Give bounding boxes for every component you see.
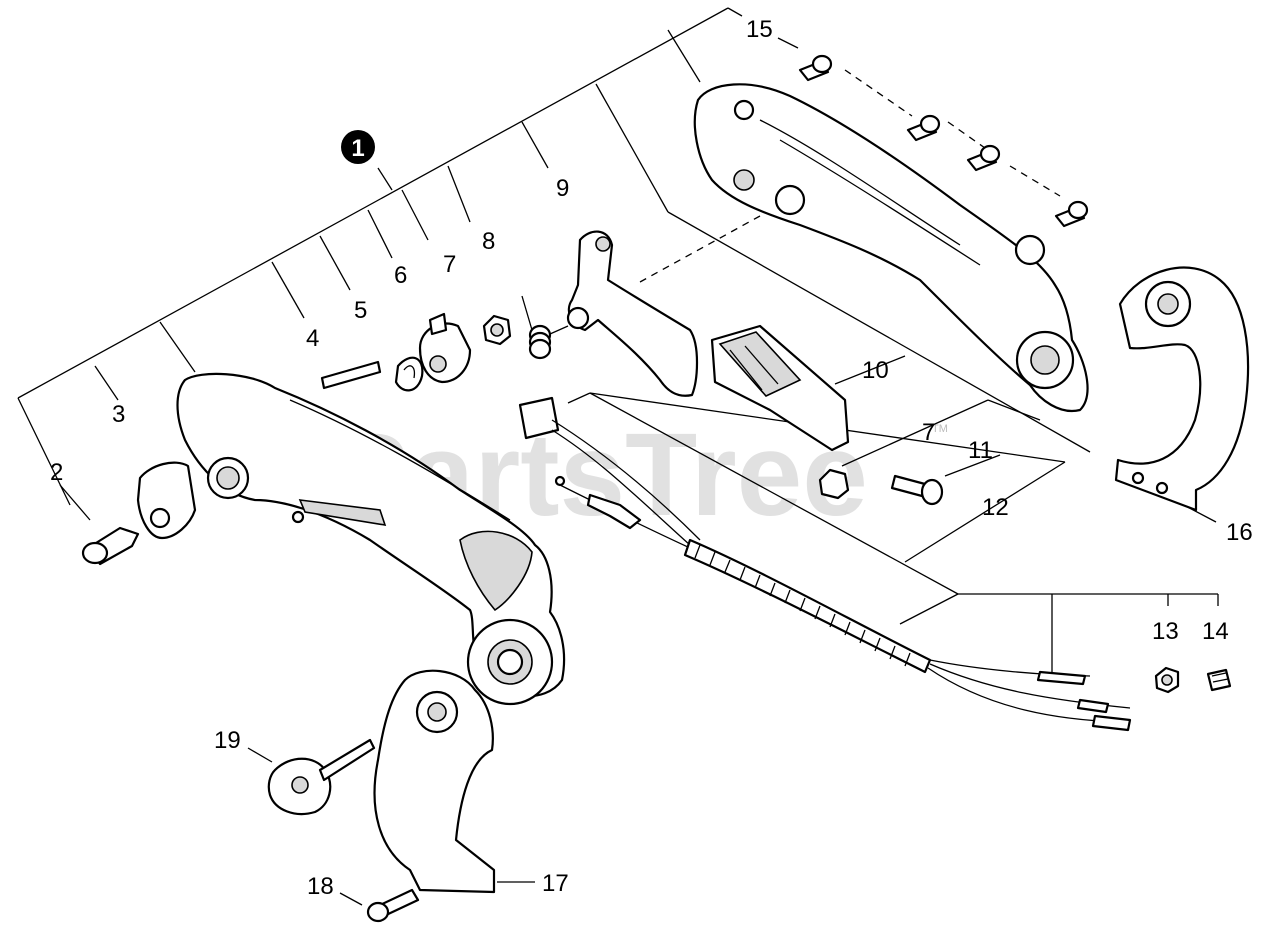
callout-13: 13 [1152,618,1179,645]
callout-16: 16 [1226,519,1253,546]
ring-part-5 [394,356,424,392]
callout-18: 18 [307,873,334,900]
lever-part-3 [136,461,197,540]
handle-housing-right [693,83,1089,413]
leader-lines [17,7,1219,906]
callout-3: 3 [112,401,125,428]
trigger-part-9 [566,230,699,397]
callout-7a: 7 [443,251,456,278]
callout-10: 10 [862,357,889,384]
callout-5: 5 [354,297,367,324]
clamp-part-17 [373,669,496,894]
pin-part-4 [320,360,382,390]
screws-part-15 [798,54,1089,228]
callout-8: 8 [482,228,495,255]
callout-1: 1 [341,130,375,164]
cap-part-14 [1206,668,1232,692]
clamp-part-16 [1114,266,1250,512]
callout-9: 9 [556,175,569,202]
nut-part-13 [1154,666,1180,694]
callout-11: 11 [968,437,993,464]
knob-part-19 [267,738,376,816]
spring-part-8 [521,295,569,360]
screw-part-2 [81,526,140,566]
callout-14: 14 [1202,618,1229,645]
cable-part-12 [518,396,1132,732]
svg-text:1: 1 [351,135,364,162]
handle-housing-left [176,372,566,698]
switch-part-6 [418,312,472,384]
callout-12: 12 [982,494,1009,521]
callout-7b: 7 [922,419,935,446]
screw-part-18 [366,888,420,923]
callout-4: 4 [306,325,319,352]
nut-part-7a [482,314,512,346]
nut-part-7b [818,468,850,500]
watermark-tm: TM [932,423,948,435]
screw-part-11 [890,474,944,506]
gear-left [466,618,554,706]
callout-19: 19 [214,727,241,754]
callout-2: 2 [50,459,63,486]
switch-block-part-10 [710,324,850,452]
callout-6: 6 [394,262,407,289]
callout-17: 17 [542,870,569,897]
callout-15: 15 [746,16,773,43]
